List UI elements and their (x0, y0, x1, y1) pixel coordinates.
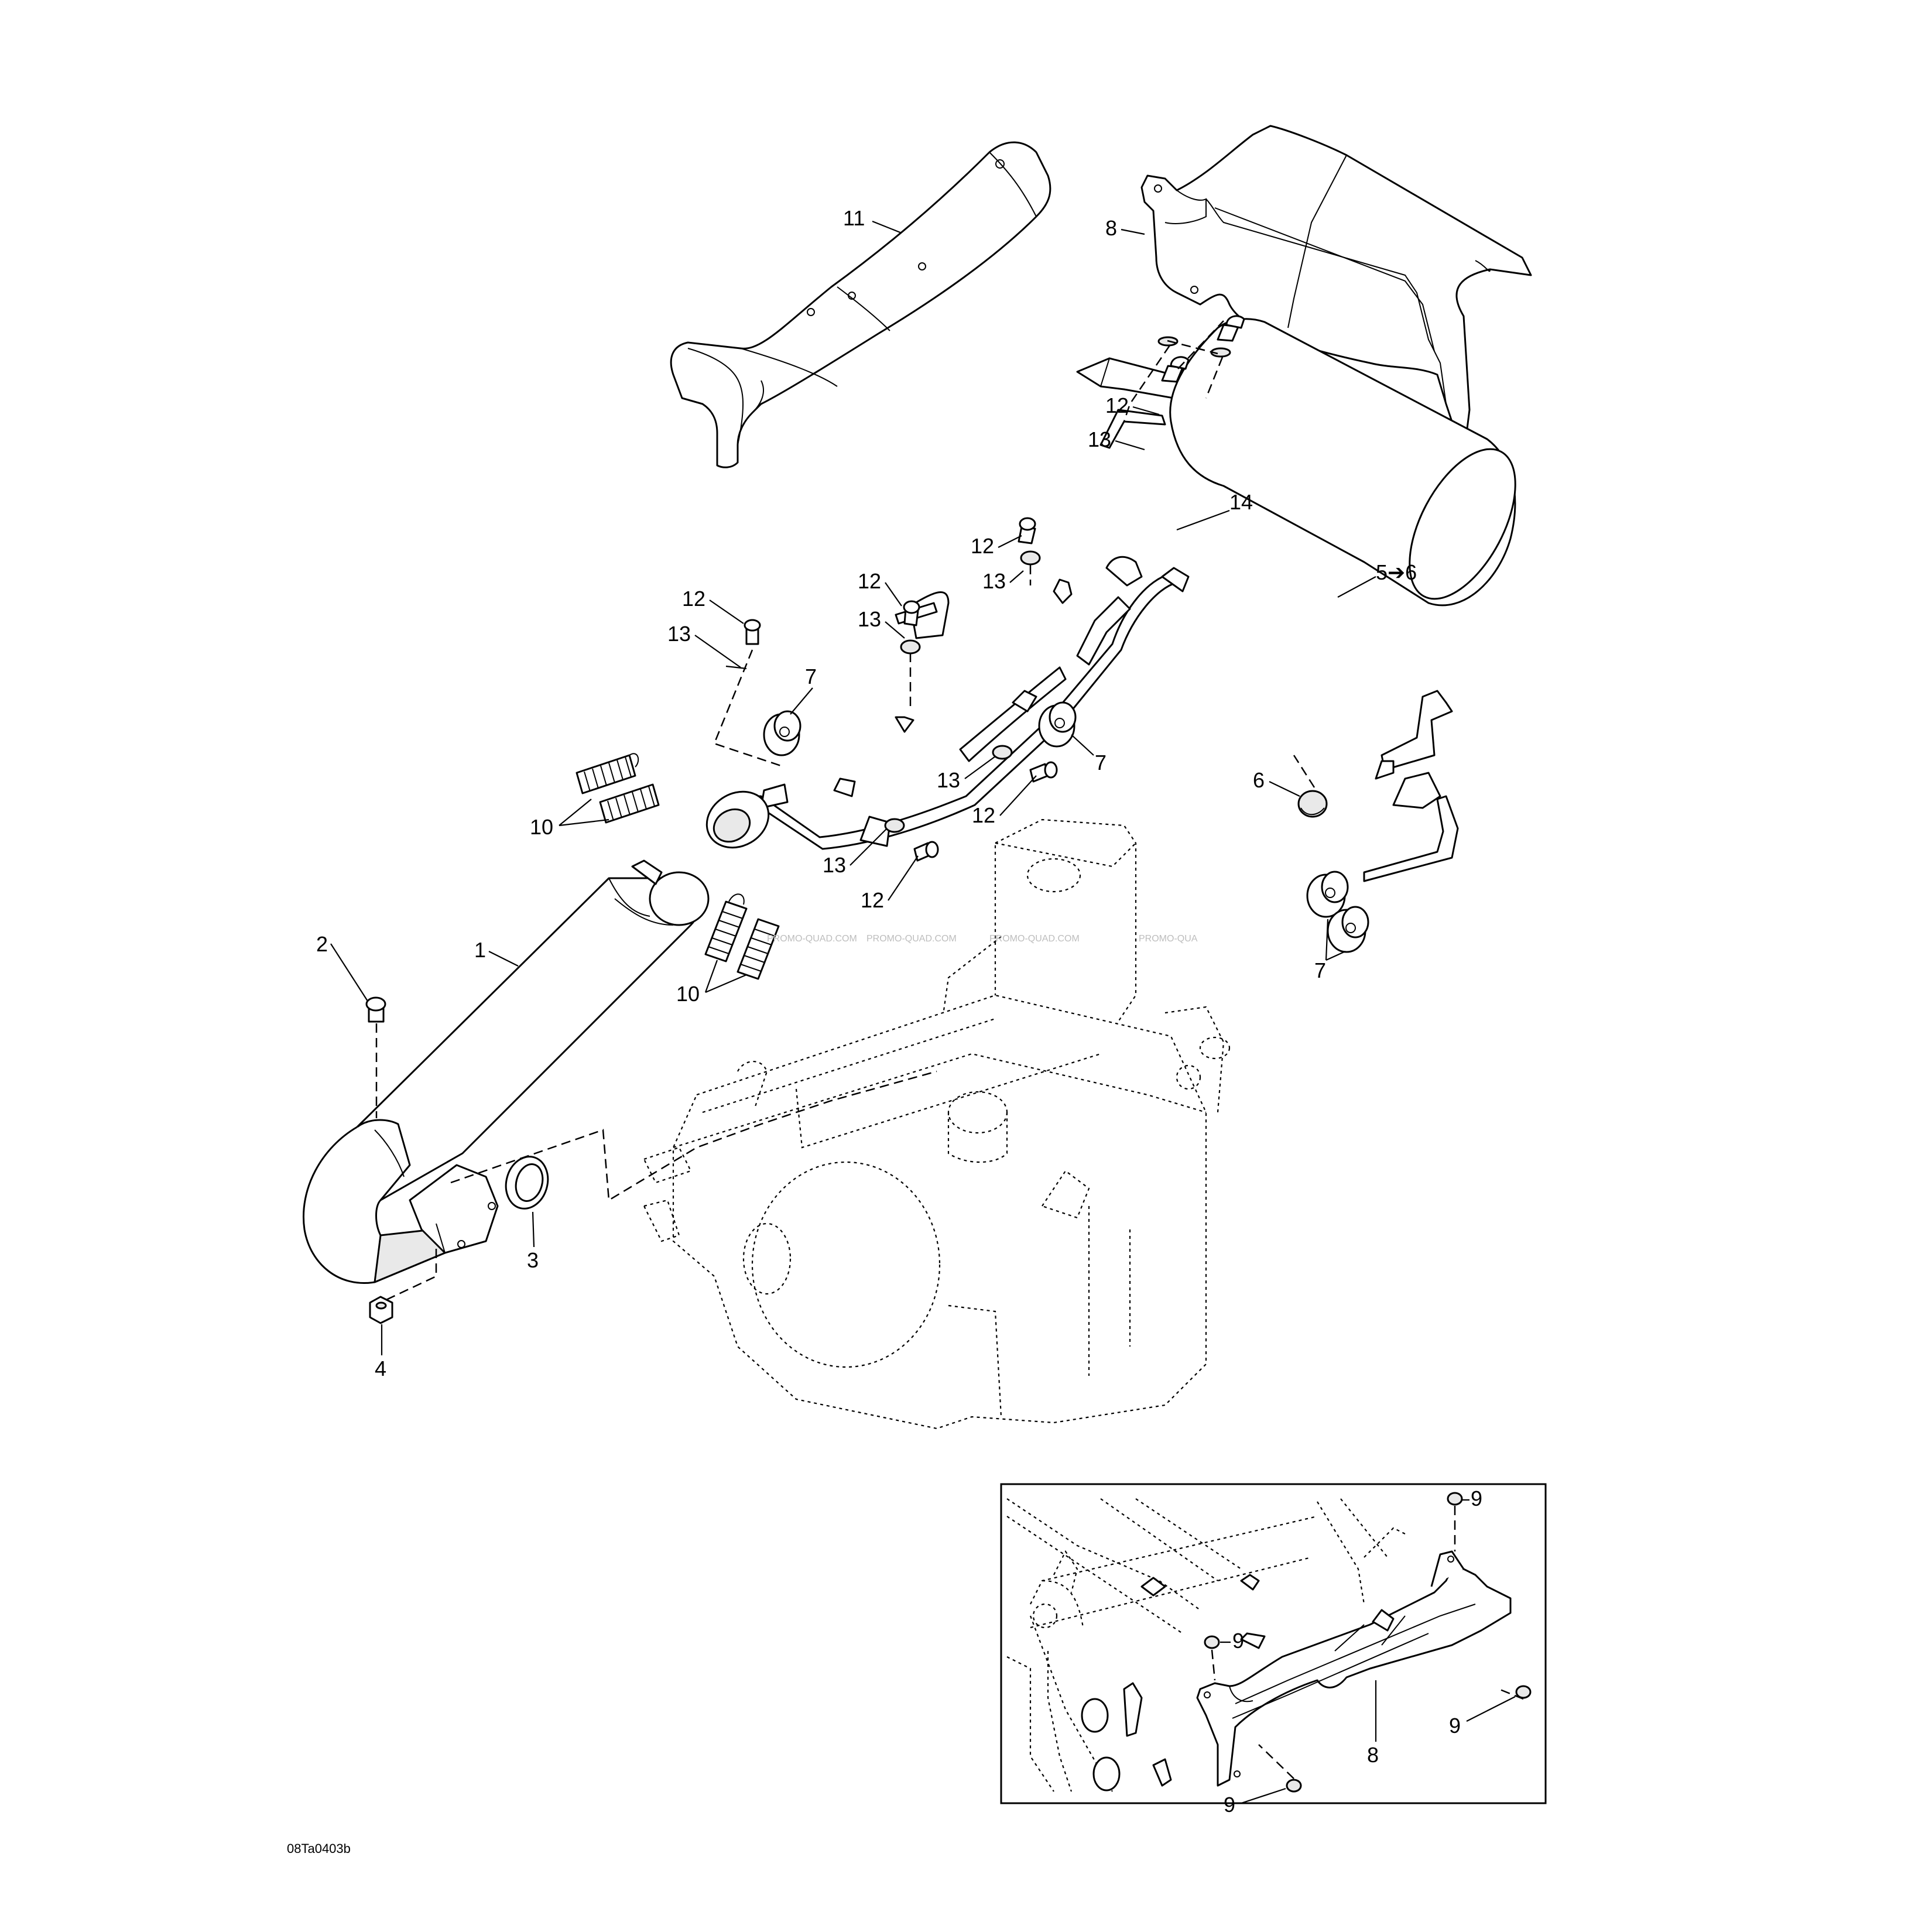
part-9-nut (1204, 1635, 1220, 1649)
part-7-grommet (1327, 906, 1369, 953)
callout-2: 2 (316, 932, 328, 956)
part-12-bolt (744, 619, 761, 645)
callout-3: 3 (527, 1248, 539, 1272)
watermark: PROMO-QUAD.COM PROMO-QUAD.COM PROMO-QUAD… (767, 934, 1198, 944)
callout-labels: 11 8 12 13 14 12 13 5➔6 12 13 12 13 7 7 … (316, 206, 1417, 1381)
diagram-code: 08Ta0403b (287, 1841, 351, 1856)
part-13-washer (884, 818, 905, 833)
engine-outline (643, 818, 1231, 1430)
part-10-spring (599, 783, 660, 824)
callout-5-6: 5➔6 (1376, 560, 1417, 584)
part-8-muffler-heat-shield (1196, 1550, 1512, 1787)
callout-14: 14 (1229, 490, 1253, 514)
callout-10: 10 (530, 815, 553, 839)
callout-13: 13 (982, 569, 1006, 593)
inset-brackets (1081, 1574, 1395, 1791)
part-12-bolt (903, 600, 920, 626)
callout-13: 13 (823, 853, 846, 877)
watermark-text: PROMO-QUAD.COM (989, 934, 1080, 944)
callout-9: 9 (1232, 1629, 1244, 1653)
part-7-grommet (1306, 871, 1349, 918)
part-2-bolt (365, 996, 386, 1023)
part-6-plug (1297, 790, 1328, 818)
callout-12: 12 (858, 569, 881, 593)
part-1-header-pipe (303, 859, 710, 1284)
part-9-nut (1286, 1779, 1302, 1793)
callout-13: 13 (937, 768, 960, 792)
assembly-lines (375, 320, 1316, 1301)
callout-12: 12 (682, 587, 705, 611)
part-10-spring (737, 918, 780, 980)
part-9-nut (1515, 1685, 1532, 1699)
callout-7: 7 (805, 664, 817, 688)
callout-13: 13 (1088, 427, 1111, 451)
callout-12: 12 (861, 888, 884, 912)
callout-13: 13 (667, 622, 691, 646)
callout-13: 13 (858, 607, 881, 631)
part-7-grommet (763, 710, 801, 756)
front-exhaust-pipe (705, 556, 1190, 850)
part-11-heat-shield (670, 141, 1051, 468)
part-7-grommet (1038, 701, 1077, 748)
part-10-spring (576, 753, 639, 794)
callout-9: 9 (1224, 1793, 1235, 1817)
part-5-6-muffler (1169, 318, 1516, 607)
callout-7: 7 (1095, 751, 1107, 775)
callout-12: 12 (972, 803, 995, 827)
callout-9: 9 (1471, 1486, 1482, 1510)
inset-detail-view: 9 9 9 8 9 (1000, 1483, 1547, 1817)
part-13-washer (725, 665, 747, 670)
callout-8: 8 (1105, 216, 1117, 240)
callout-12: 12 (1105, 393, 1129, 417)
part-12-bolt (1217, 315, 1245, 342)
part-12-bolt (1029, 761, 1058, 783)
callout-6: 6 (1253, 768, 1265, 792)
part-12-bolt (1161, 356, 1190, 383)
callout-10: 10 (676, 982, 700, 1006)
callout-7: 7 (1314, 958, 1326, 982)
part-12-bolt (1018, 517, 1036, 544)
part-4-nut (369, 1296, 393, 1324)
callout-8: 8 (1367, 1743, 1379, 1767)
part-13-washer (992, 745, 1013, 760)
callout-12: 12 (971, 534, 994, 558)
part-10-spring (704, 893, 748, 962)
muffler-tailpipe (1099, 409, 1459, 882)
part-13-washer (1020, 550, 1041, 566)
part-13-washer (900, 639, 921, 655)
part-8-muffler-heat-shield (1140, 125, 1532, 458)
callout-1: 1 (474, 938, 486, 962)
part-3-gasket (505, 1156, 549, 1210)
watermark-text: PROMO-QUAD.COM (866, 934, 957, 944)
callout-4: 4 (375, 1356, 386, 1381)
part-9-nut (1447, 1492, 1463, 1506)
part-12-bolt (913, 841, 939, 862)
callout-11: 11 (843, 206, 865, 230)
callout-9: 9 (1449, 1714, 1461, 1738)
watermark-text: PROMO-QUA (1139, 934, 1198, 944)
watermark-text: PROMO-QUAD.COM (767, 934, 857, 944)
